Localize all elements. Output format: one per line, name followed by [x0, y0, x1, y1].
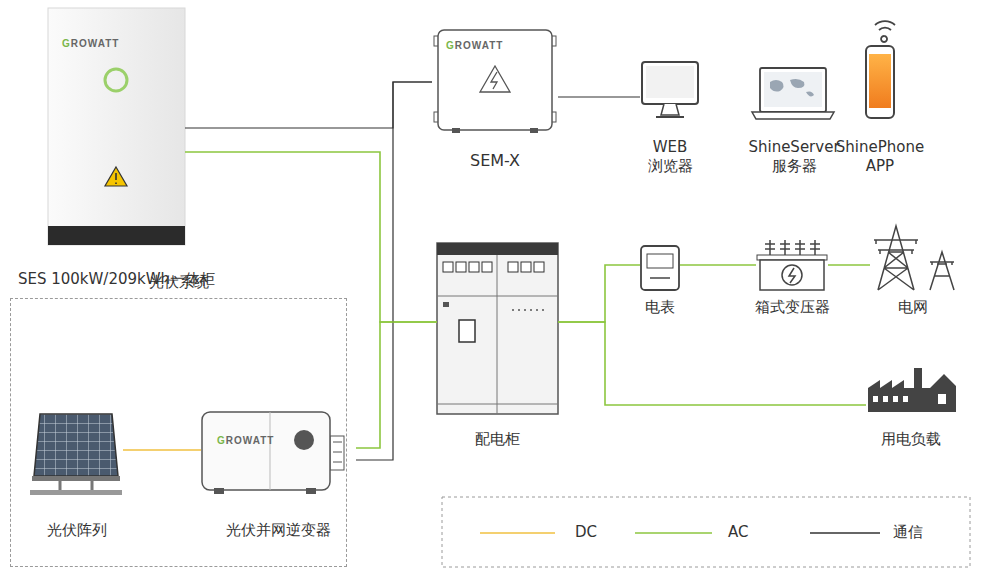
box-transformer: 箱式变压器 [756, 240, 828, 290]
node-label: WEB 浏览器 [648, 138, 693, 176]
connector-line [558, 322, 866, 405]
connector-line [356, 82, 432, 460]
legend-label: 通信 [893, 523, 923, 542]
node-label: 光伏并网逆变器 [226, 521, 331, 540]
connector-line [356, 322, 437, 448]
power-grid: 电网 [870, 222, 956, 290]
storage-cabinet: GROWATTSES 100kW/209kWh一体柜 [48, 8, 185, 245]
pv-panel-icon [30, 414, 122, 495]
factory-icon [868, 368, 956, 412]
web-browser: WEB 浏览器 [640, 60, 700, 120]
legend-label: DC [575, 523, 597, 541]
grid-tower-icon [874, 226, 954, 290]
energy-meter: 电表 [640, 245, 680, 290]
meter-icon [641, 246, 679, 290]
sem-x-controller: GROWATTSEM-X [432, 30, 558, 130]
phone-app: ShinePhone APP [862, 40, 898, 120]
switchgear-icon [437, 243, 558, 414]
node-label: 配电柜 [475, 430, 520, 449]
node-label: ShinePhone APP [836, 138, 924, 176]
inverter-icon [202, 412, 344, 494]
electric-load: 用电负载 [866, 362, 956, 412]
transformer-icon [757, 240, 827, 290]
node-label: 用电负载 [881, 430, 941, 449]
node-label: 箱式变压器 [755, 298, 830, 317]
node-label: 电表 [645, 298, 675, 317]
distribution-cabinet: 配电柜 [437, 243, 558, 414]
laptop-icon [752, 68, 834, 119]
pv-inverter: GROWATT光伏并网逆变器 [201, 411, 356, 496]
node-label: SEM-X [470, 151, 520, 171]
node-label: ShineServer 服务器 [748, 138, 839, 176]
legend-label: AC [728, 523, 748, 541]
connector-line [680, 264, 756, 266]
group-title: 光伏系统 [149, 273, 209, 292]
legend-box [442, 497, 970, 567]
phone-icon [866, 21, 895, 118]
brand-logo: GROWATT [446, 40, 503, 53]
cabinet-icon [48, 8, 185, 245]
brand-logo: GROWATT [62, 38, 119, 51]
brand-logo: GROWATT [217, 435, 274, 448]
connector-line [185, 152, 437, 322]
connector-line [558, 265, 640, 322]
sem-x-icon [434, 30, 556, 133]
server: ShineServer 服务器 [752, 62, 836, 120]
connector-line [123, 449, 201, 451]
pv-system-group: 光伏系统光伏阵列GROWATT光伏并网逆变器 [10, 298, 347, 567]
monitor-icon [642, 62, 698, 117]
connector-line [185, 82, 432, 128]
connector-line [558, 96, 640, 97]
node-label: 光伏阵列 [47, 521, 107, 540]
pv-array: 光伏阵列 [31, 411, 123, 496]
connector-line [828, 264, 870, 266]
node-label: 电网 [898, 298, 928, 317]
